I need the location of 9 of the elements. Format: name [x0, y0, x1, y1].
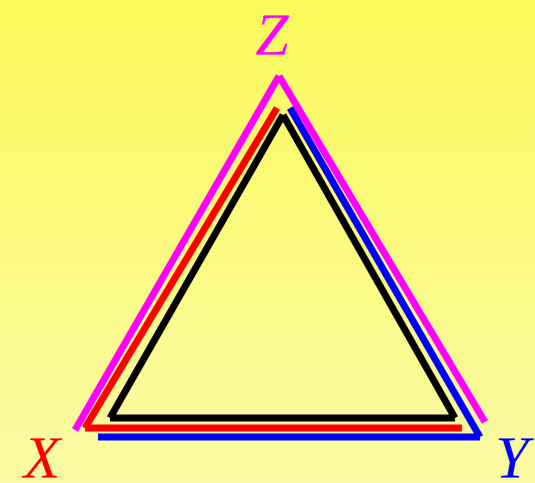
- triangle-side: [98, 434, 480, 440]
- triangle-side: [85, 424, 462, 432]
- triangle-side: [286, 106, 484, 439]
- vertex-label: Y: [498, 438, 534, 478]
- triangle-side: [110, 414, 455, 422]
- triangle-side: [276, 74, 488, 424]
- vertex-label: Z: [256, 15, 290, 55]
- vertex-label: X: [22, 438, 62, 478]
- triangle-side: [82, 106, 280, 430]
